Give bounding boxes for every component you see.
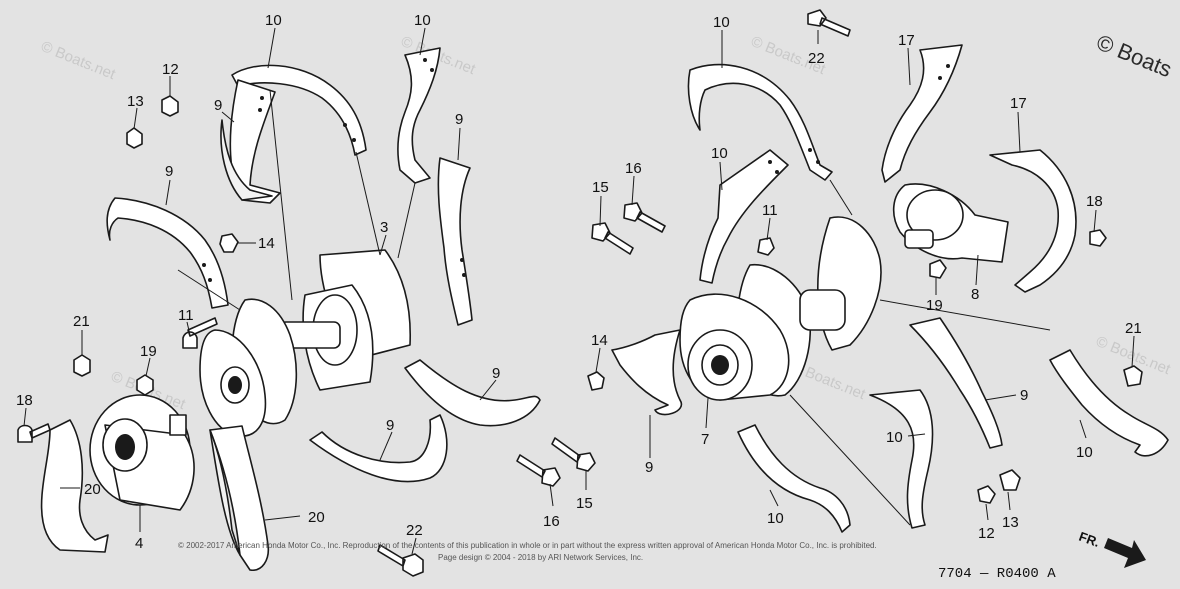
callout-10: 10 [713, 14, 730, 31]
callout-11: 11 [762, 202, 778, 219]
callout-21: 21 [1125, 320, 1142, 337]
bolt-22-left [377, 544, 424, 577]
callout-9: 9 [165, 163, 173, 180]
callout-labels: 10 10 12 13 9 9 9 14 3 11 21 19 18 20 20… [16, 12, 1142, 552]
tine-20-left [40, 419, 109, 553]
callout-22: 22 [406, 522, 423, 539]
callout-15: 15 [592, 179, 609, 196]
nut-21-right [1123, 365, 1143, 387]
tine-10-right-bottom [737, 424, 851, 533]
callout-15: 15 [576, 495, 593, 512]
tine-9-lower-center [309, 414, 448, 483]
callout-21: 21 [73, 313, 90, 330]
callout-4: 4 [135, 535, 143, 552]
callout-11: 11 [178, 307, 194, 324]
callout-12: 12 [978, 525, 995, 542]
callout-14: 14 [258, 235, 275, 252]
callout-20: 20 [84, 481, 101, 498]
callout-14: 14 [591, 332, 608, 349]
tine-17-upper [881, 44, 963, 183]
tine-9-right-vertical [437, 157, 473, 326]
diagram-code: 7704 — R0400 A [938, 566, 1056, 582]
tine-9-lower-right [404, 359, 541, 427]
bolt-15-right-lower [551, 437, 596, 472]
tine-10-upper-left [231, 64, 367, 156]
callout-10: 10 [1076, 444, 1093, 461]
callout-18: 18 [1086, 193, 1103, 210]
callout-13: 13 [127, 93, 144, 110]
callout-10: 10 [767, 510, 784, 527]
bolt-18-left [17, 423, 51, 443]
nut-14-right [587, 371, 605, 391]
callout-10: 10 [265, 12, 282, 29]
tine-10-right-top [687, 63, 833, 181]
watermark-text: © Boats.net [39, 38, 119, 84]
callout-20: 20 [308, 509, 325, 526]
nut-13-left [126, 127, 143, 149]
tine-20-lower [209, 425, 270, 571]
left-tine-assembly [17, 47, 541, 577]
callout-19: 19 [926, 297, 943, 314]
tine-10-upper-right [397, 47, 441, 184]
tine-9-right-long [909, 317, 1003, 449]
callout-9: 9 [645, 459, 653, 476]
callout-13: 13 [1002, 514, 1019, 531]
nut-13-right [999, 469, 1021, 491]
nut-19-left [136, 374, 154, 396]
nut-12-left [161, 95, 179, 117]
tine-9-right-lower-left [611, 329, 683, 416]
tine-10-far-right [1049, 349, 1169, 457]
callout-17: 17 [898, 32, 915, 49]
front-direction-arrow-icon [1104, 538, 1146, 568]
callout-7: 7 [701, 431, 709, 448]
callout-22: 22 [808, 50, 825, 67]
leader-lines [23, 27, 1135, 555]
nut-21-left [73, 354, 91, 377]
nut-12-right [977, 485, 996, 504]
nut-18-right [1089, 229, 1107, 247]
callout-9: 9 [214, 97, 222, 114]
callout-9: 9 [1020, 387, 1028, 404]
callout-16: 16 [625, 160, 642, 177]
footer: © 2002-2017 American Honda Motor Co., In… [178, 529, 1146, 582]
tine-10-right-lower [869, 389, 934, 529]
callout-10: 10 [886, 429, 903, 446]
copyright-text: © 2002-2017 American Honda Motor Co., In… [178, 541, 877, 550]
tine-17-lower [989, 149, 1077, 293]
callout-10: 10 [711, 145, 728, 162]
callout-3: 3 [380, 219, 388, 236]
right-tine-assembly [516, 9, 1169, 533]
callout-9: 9 [492, 365, 500, 382]
bolt-11-right [757, 237, 775, 256]
callout-17: 17 [1010, 95, 1027, 112]
tine-10-right-mid [699, 149, 789, 284]
bolt-15-right-top [591, 222, 634, 255]
front-direction-label: FR. [1077, 529, 1102, 550]
callout-16: 16 [543, 513, 560, 530]
callout-9: 9 [386, 417, 394, 434]
page-design-text: Page design © 2004 - 2018 by ARI Network… [438, 553, 643, 562]
nut-14-left [219, 233, 239, 253]
callout-9: 9 [455, 111, 463, 128]
callout-8: 8 [971, 286, 979, 303]
bolt-16-right-top [623, 202, 666, 233]
corner-watermark: © Boats [1093, 29, 1175, 82]
callout-10: 10 [414, 12, 431, 29]
tine-9-upper-left [229, 79, 281, 204]
tine-9-mid-left [106, 197, 229, 309]
callout-19: 19 [140, 343, 157, 360]
nut-19-right [929, 259, 947, 279]
bolt-16-right-lower [516, 454, 561, 487]
bolt-22-right [807, 9, 851, 37]
callout-18: 18 [16, 392, 33, 409]
callout-12: 12 [162, 61, 179, 78]
